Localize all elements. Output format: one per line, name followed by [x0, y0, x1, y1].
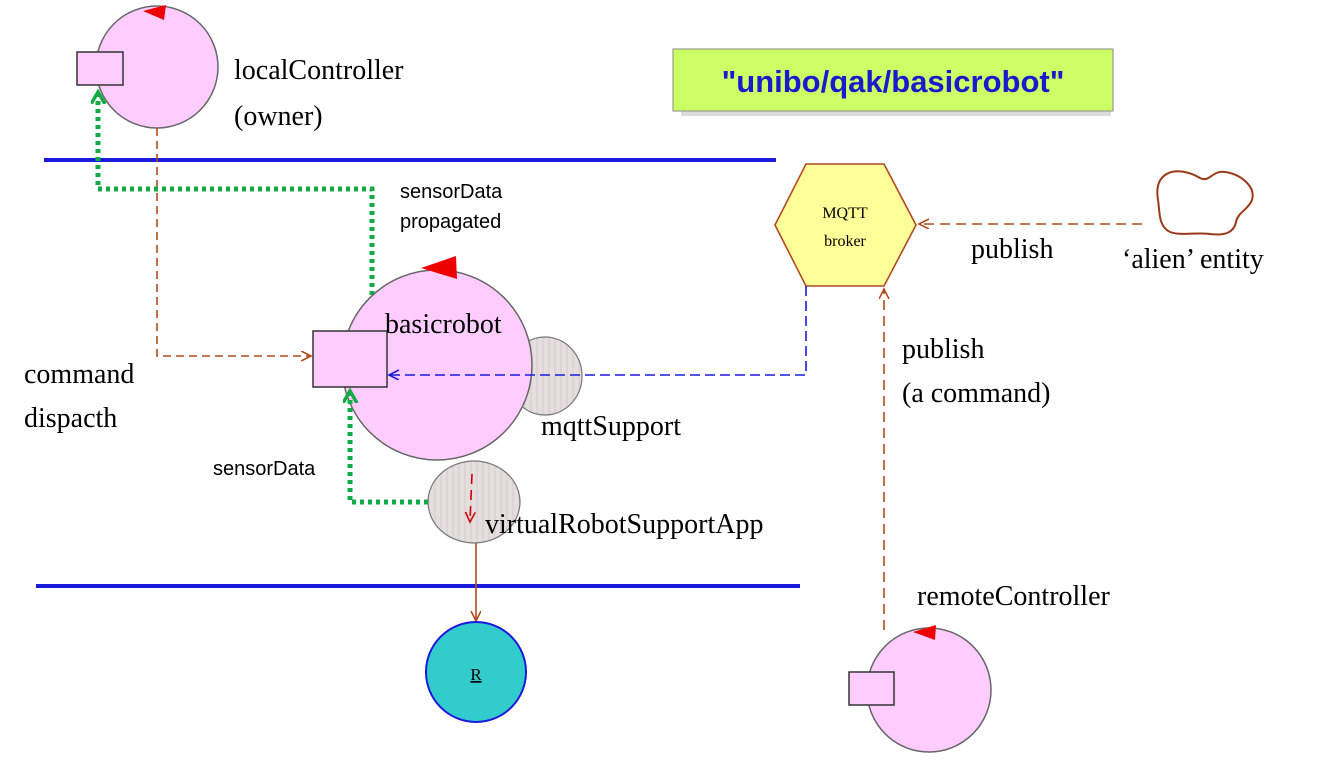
mqtt-broker-label-2: broker	[824, 233, 866, 250]
sensor-data-label: sensorData	[213, 458, 316, 480]
mqtt-broker-label-1: MQTT	[822, 205, 868, 222]
remote-controller-label: remoteController	[917, 581, 1111, 612]
command-dispatch-label-1: command	[24, 359, 134, 390]
alien-entity-shape	[1156, 170, 1254, 236]
sensor-data-arrow	[350, 392, 428, 505]
local-controller-queue	[76, 51, 124, 86]
local-controller-label: localController	[234, 55, 404, 86]
mqtt-broker: MQTT broker	[774, 163, 917, 287]
remote-publish-label-1: publish	[902, 334, 984, 365]
basicrobot-queue	[312, 330, 388, 388]
robot-label: R	[470, 665, 482, 684]
title-box: "unibo/qak/basicrobot"	[672, 48, 1114, 116]
virtual-robot-support-label: virtualRobotSupportApp	[485, 509, 763, 540]
robot-node: R	[425, 621, 527, 723]
basicrobot-actor	[312, 256, 533, 461]
sensor-data-propagated-arrow	[98, 93, 375, 295]
alien-entity-label: ‘alien’ entity	[1122, 244, 1264, 275]
basicrobot-label: basicrobot	[385, 309, 502, 340]
local-controller-role: (owner)	[234, 101, 323, 132]
remote-controller-queue	[848, 671, 895, 706]
broker-to-basicrobot-arrow	[390, 286, 807, 375]
sensor-data-propagated-label-2: propagated	[400, 211, 501, 233]
virtual-robot-internal-arrow	[470, 473, 472, 521]
command-dispatch-arrow	[156, 128, 310, 356]
alien-publish-label: publish	[971, 234, 1053, 265]
local-controller-actor	[76, 5, 219, 129]
remote-controller-token	[913, 625, 936, 640]
title-text: "unibo/qak/basicrobot"	[722, 64, 1065, 99]
local-controller-token	[143, 5, 166, 20]
command-dispatch-label-2: dispacth	[24, 403, 117, 434]
remote-controller-actor	[848, 625, 992, 753]
sensor-data-propagated-label-1: sensorData	[400, 181, 503, 203]
mqtt-support-label: mqttSupport	[541, 411, 681, 442]
remote-publish-label-2: (a command)	[902, 378, 1051, 409]
basicrobot-token	[421, 256, 457, 279]
